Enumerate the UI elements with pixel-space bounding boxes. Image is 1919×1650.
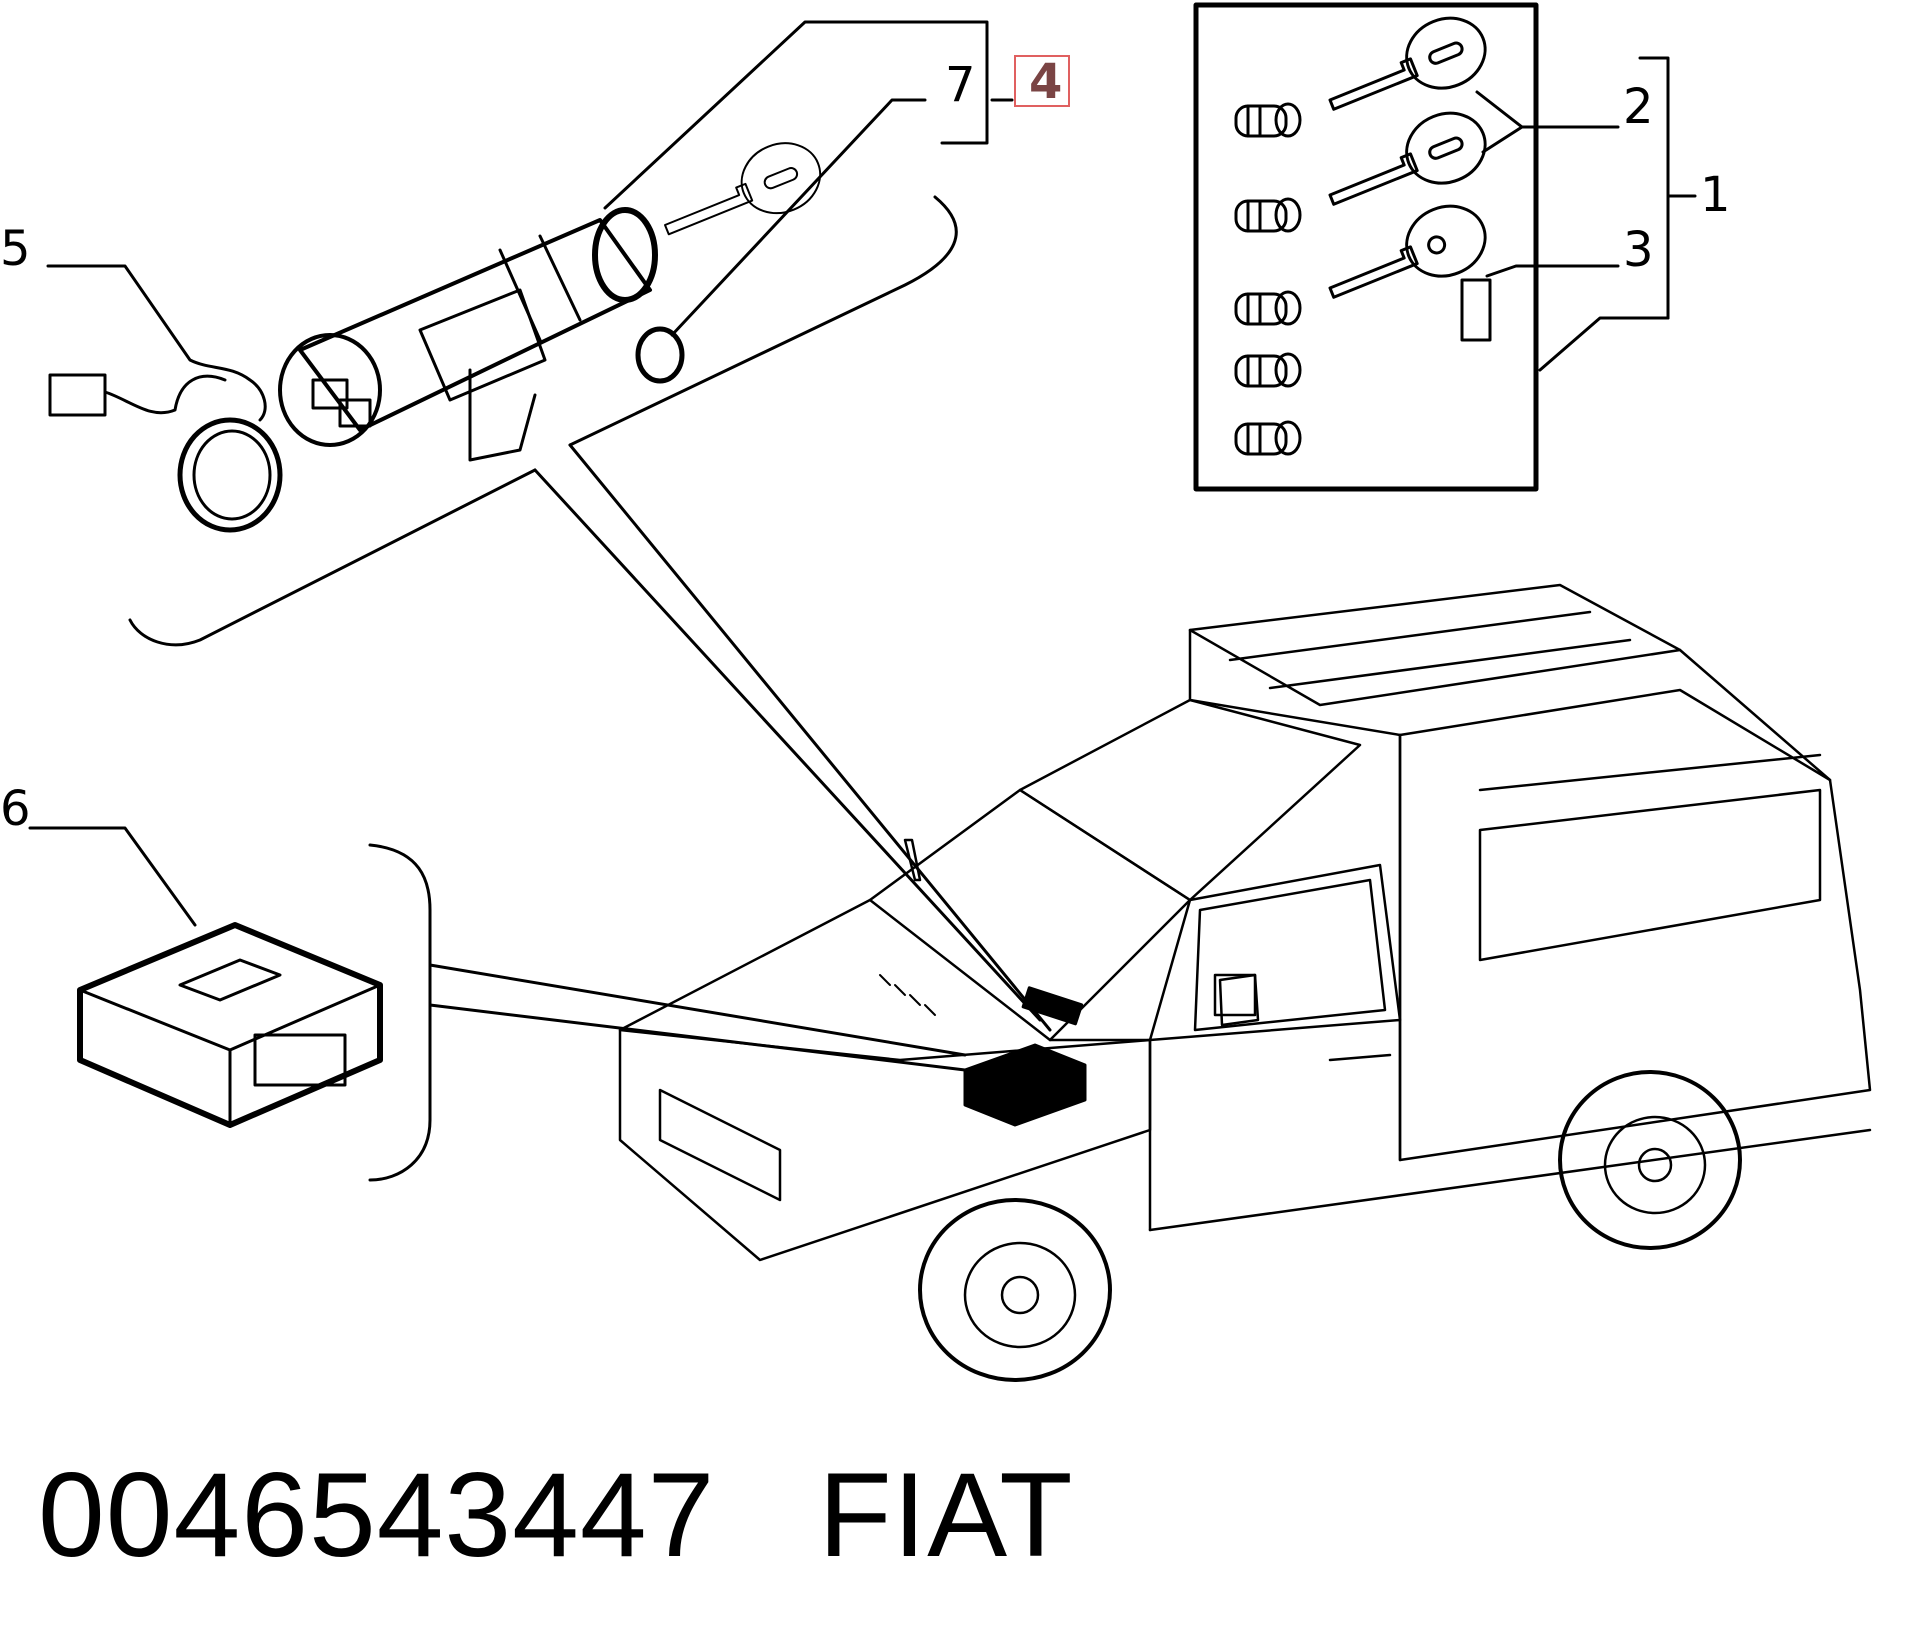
brand-name: FIAT: [818, 1448, 1074, 1582]
leader-5: [46, 264, 267, 422]
ignition-switch-assembly: [128, 20, 1052, 1032]
callout-2: 2: [1623, 79, 1654, 135]
bracket-ignition-bottom: [128, 468, 537, 647]
leader-6: [28, 826, 197, 927]
callout-4: 4: [1029, 54, 1062, 110]
part-caption: 0046543447 FIAT: [38, 1440, 1074, 1590]
callout-1: 1: [1700, 167, 1731, 223]
leader-2b: [1481, 125, 1524, 154]
pointer-a: [568, 443, 1052, 1032]
van-illustration: [618, 583, 1872, 1382]
key-set-panel: [1193, 2, 1697, 492]
callout-6: 6: [0, 781, 31, 837]
callout-3: 3: [1623, 222, 1654, 278]
leader-3: [1485, 264, 1620, 278]
connector-plug: [48, 373, 107, 417]
part-number: 0046543447: [38, 1448, 716, 1582]
callout-4-highlight: [1014, 55, 1070, 107]
leader-1-box: [1538, 316, 1670, 372]
leader-4: [603, 20, 989, 210]
lock-cylinder-group: [1234, 102, 1302, 456]
callout-7: 7: [945, 57, 976, 113]
ignition-location-marker: [1021, 986, 1084, 1026]
antenna-ring-assembly: [46, 264, 283, 533]
callout-5: 5: [0, 221, 31, 277]
control-unit-location-marker: [963, 1043, 1087, 1127]
bracket-ignition-top: [568, 195, 958, 447]
bracket-control: [368, 843, 432, 1182]
ignition-key-ghost: [664, 142, 822, 236]
pointer-c: [428, 963, 967, 1057]
leader-7: [670, 98, 927, 337]
key-group: [1328, 16, 1492, 342]
pointer-b: [533, 468, 1042, 1022]
control-unit-assembly: [28, 826, 967, 1182]
key-tag: [1460, 278, 1492, 342]
ignition-ring: [635, 326, 685, 384]
leader-2a: [1475, 90, 1620, 129]
